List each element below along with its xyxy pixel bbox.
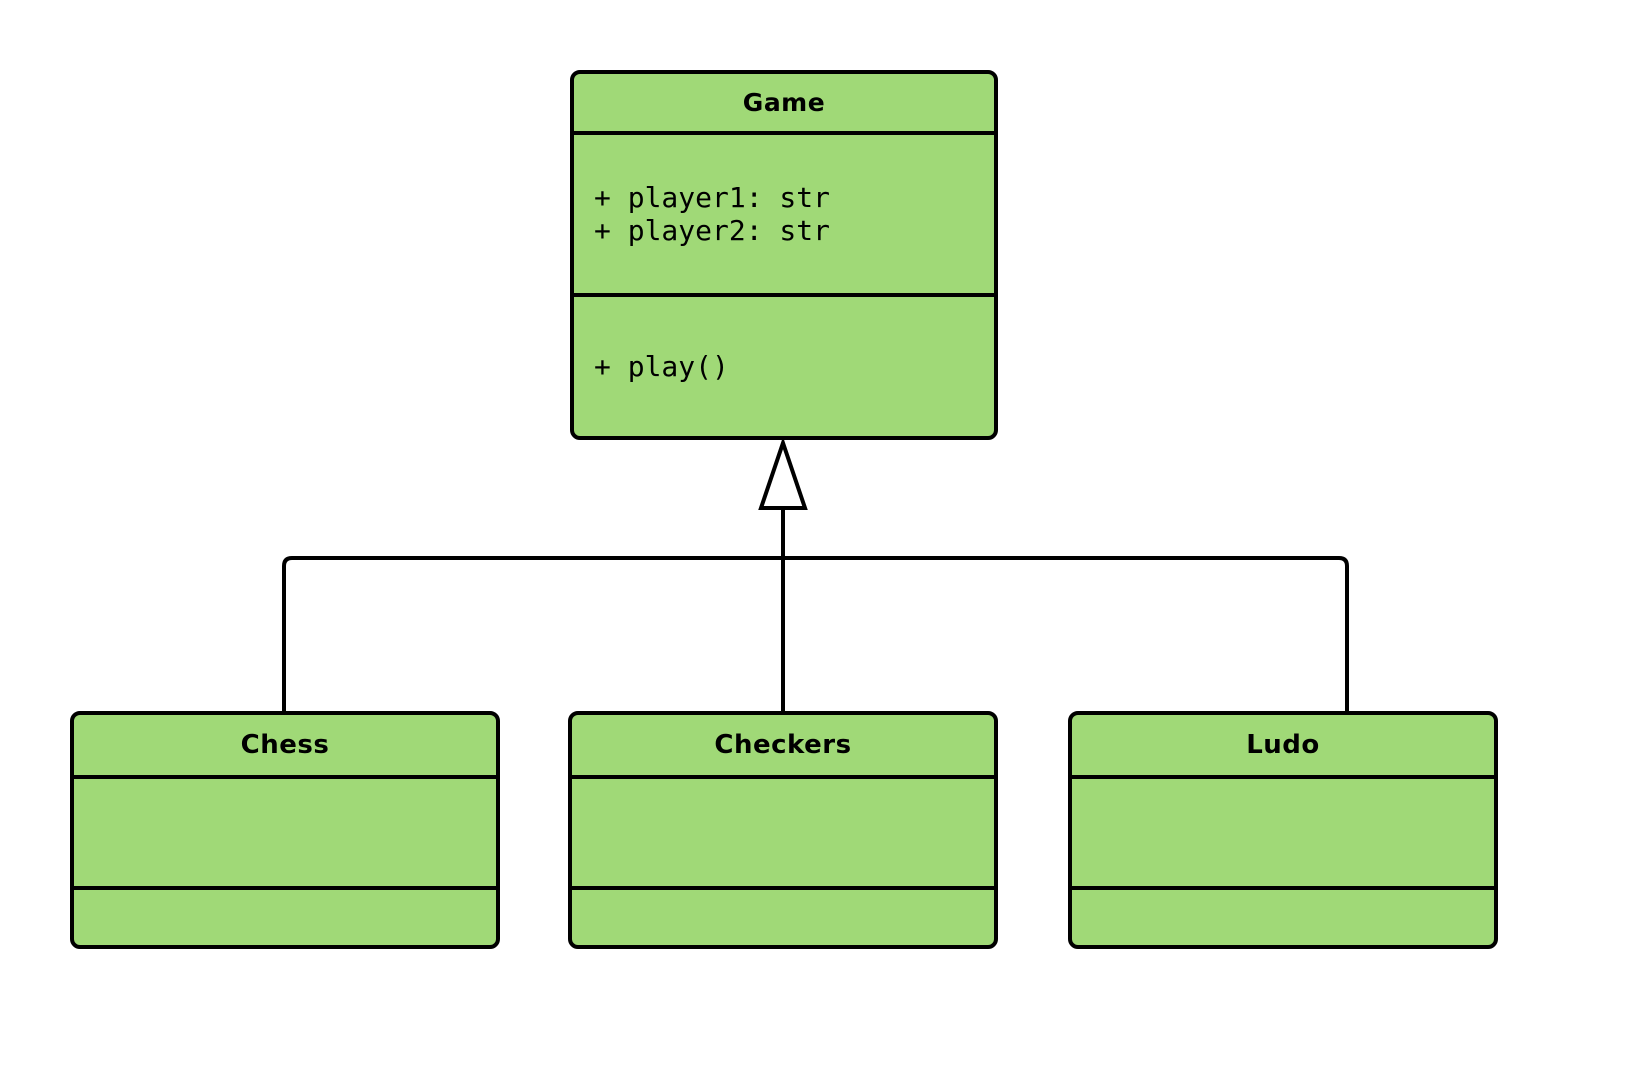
class-attribute: + player1: str — [594, 181, 831, 214]
class-methods-compartment-ludo — [1072, 890, 1494, 945]
class-methods-compartment-game: + play() — [574, 297, 994, 436]
class-attributes-compartment-game: + player1: str + player2: str — [574, 135, 994, 297]
class-attributes-compartment-checkers — [572, 779, 994, 890]
class-name-chess: Chess — [240, 730, 330, 760]
class-box-chess[interactable]: Chess — [70, 711, 500, 949]
generalization-arrowhead-icon — [758, 436, 808, 510]
class-box-ludo[interactable]: Ludo — [1068, 711, 1498, 949]
class-name-compartment-game: Game — [574, 74, 994, 135]
class-name-compartment-ludo: Ludo — [1072, 715, 1494, 779]
class-box-checkers[interactable]: Checkers — [568, 711, 998, 949]
class-attribute: + player2: str — [594, 214, 831, 247]
class-name-game: Game — [742, 88, 826, 117]
connector-bus — [282, 556, 1349, 711]
class-methods-compartment-checkers — [572, 890, 994, 945]
class-name-ludo: Ludo — [1246, 730, 1320, 760]
class-name-compartment-checkers: Checkers — [572, 715, 994, 779]
class-box-game[interactable]: Game + player1: str + player2: str + pla… — [570, 70, 998, 440]
class-attributes-compartment-chess — [74, 779, 496, 890]
class-name-checkers: Checkers — [714, 730, 852, 760]
class-methods-compartment-chess — [74, 890, 496, 945]
class-attributes-compartment-ludo — [1072, 779, 1494, 890]
class-name-compartment-chess: Chess — [74, 715, 496, 779]
class-method: + play() — [594, 350, 729, 383]
